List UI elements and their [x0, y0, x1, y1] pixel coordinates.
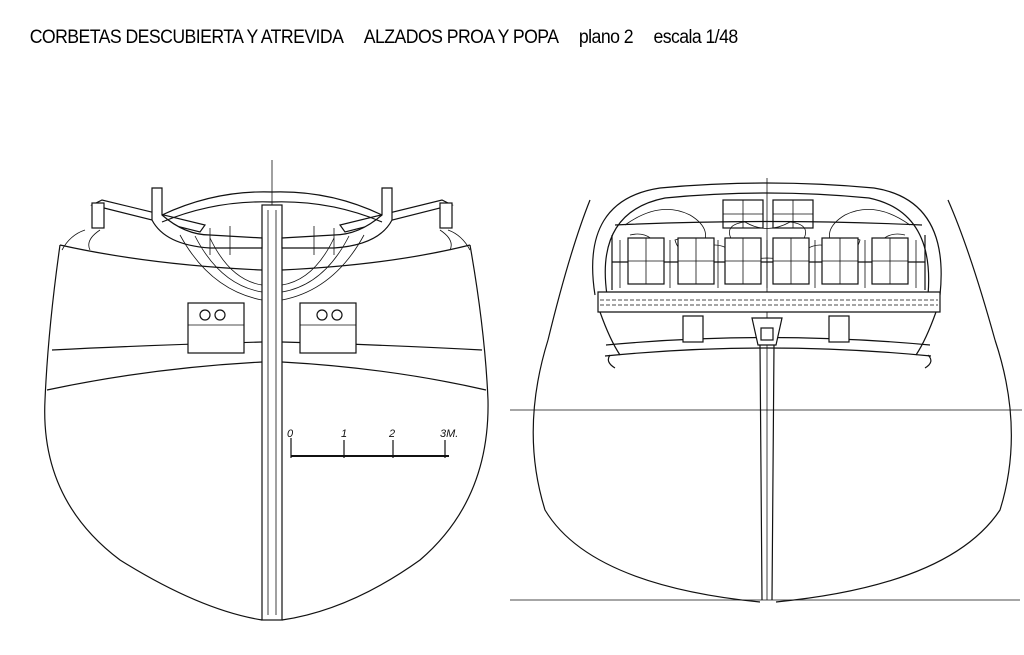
head-beam [161, 191, 383, 216]
head-gratings [179, 226, 365, 301]
rudder-port-right [828, 315, 850, 343]
title-plan-number: plano 2 [578, 27, 634, 48]
quarter-outline [547, 199, 996, 341]
bow-elevation: 0 1 2 3M. [44, 160, 489, 621]
hawse-bolster-starboard [299, 302, 357, 354]
hawse-hole [199, 309, 211, 321]
scale-tick-label: 3M. [440, 428, 458, 440]
bow-wale-bottom [46, 361, 487, 391]
head-rail-port [151, 187, 263, 249]
hawse-hole [316, 309, 328, 321]
carved-ornament [624, 209, 911, 259]
head-rail-starboard [281, 187, 393, 249]
stern-moulding [597, 291, 941, 313]
stem-post [261, 204, 283, 621]
bow-hull-outline [44, 244, 489, 621]
stern-elevation [510, 178, 1022, 603]
rudder [759, 344, 775, 601]
scale-bar: 0 1 2 3M. [287, 428, 458, 458]
stern-hull-outline [532, 339, 1012, 603]
scale-tick-label: 2 [388, 428, 395, 440]
title-views: ALZADOS PROA Y POPA [363, 27, 559, 48]
rudder-port-left [682, 315, 704, 343]
taffrail-arch [592, 182, 942, 296]
scale-tick-label: 1 [341, 428, 347, 440]
title-scale: escala 1/48 [653, 27, 738, 48]
title-ships: CORBETAS DESCUBIERTA Y ATREVIDA [29, 27, 344, 48]
stern-gallery-windows [619, 237, 917, 288]
plan-title: CORBETAS DESCUBIERTA Y ATREVIDA ALZADOS P… [21, 5, 758, 49]
hawse-bolster-port [187, 302, 245, 354]
scale-tick-label: 0 [287, 428, 294, 440]
